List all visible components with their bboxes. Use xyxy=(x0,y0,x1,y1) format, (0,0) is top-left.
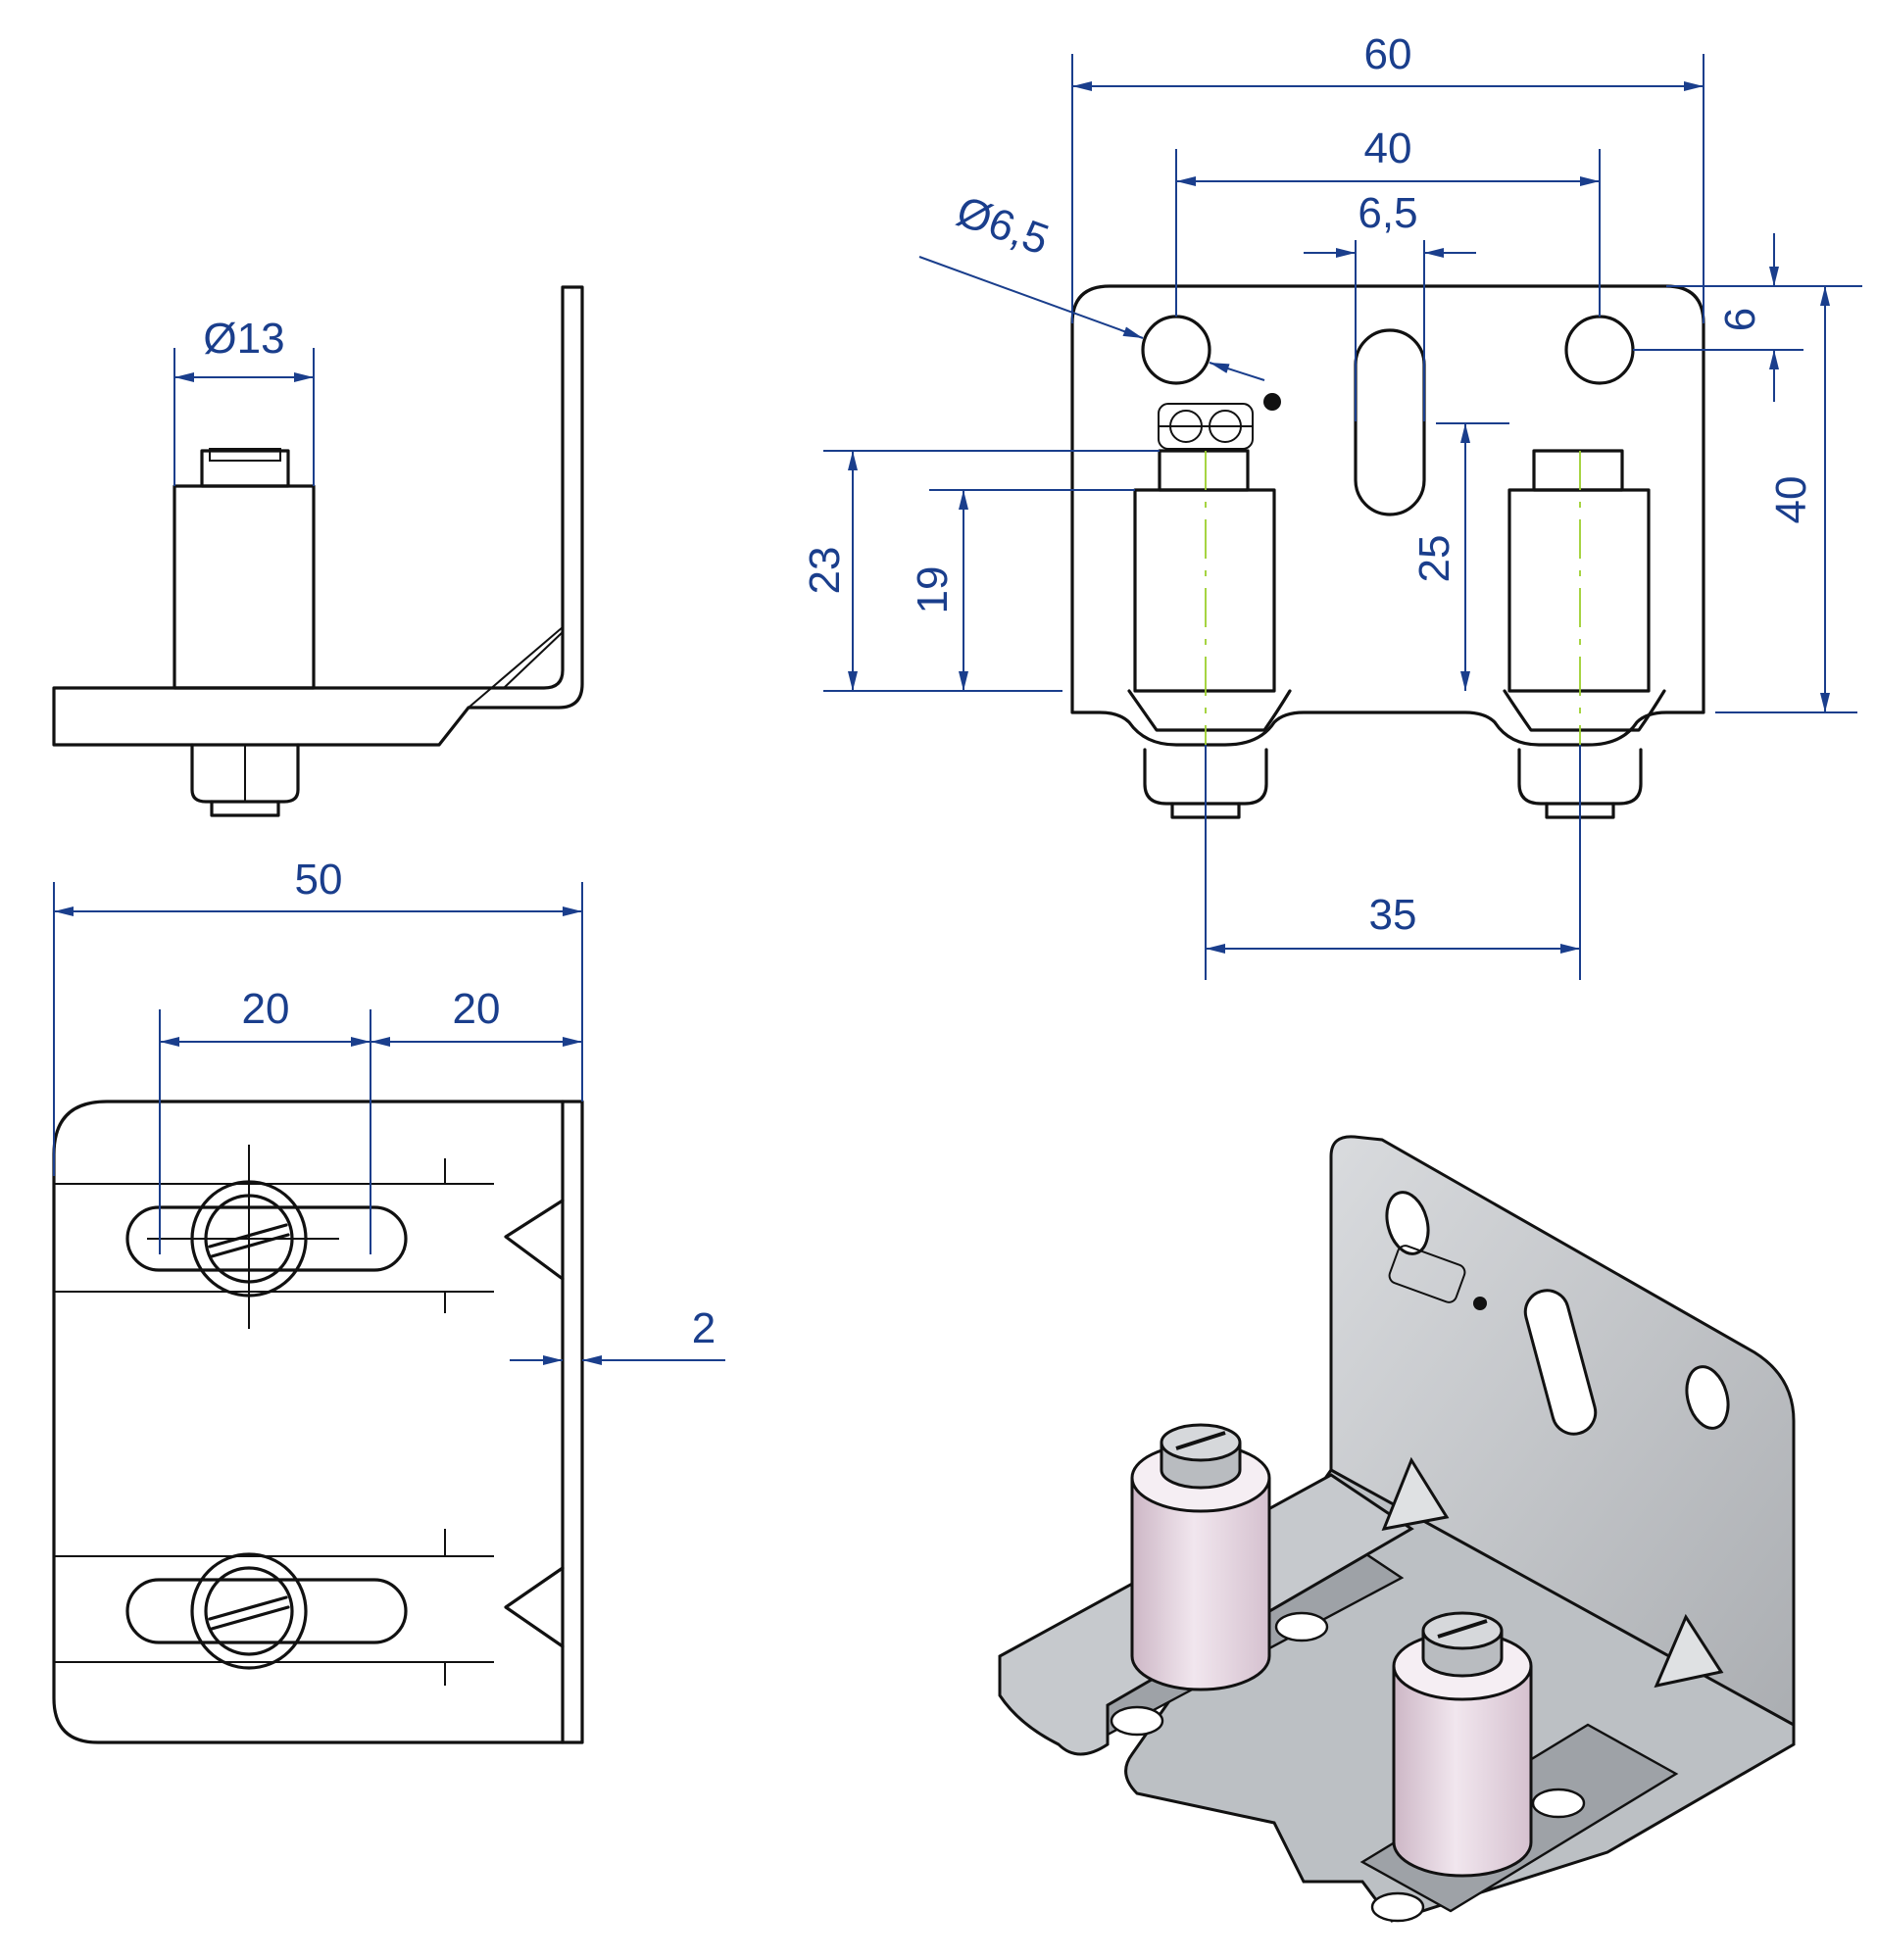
adjustment-slot xyxy=(1354,328,1426,516)
roller-right-body xyxy=(1507,488,1651,693)
pointer-triangle xyxy=(504,1566,565,1648)
dim-slot-offset: 25 xyxy=(1410,535,1458,583)
roller-right-cap xyxy=(1532,449,1624,492)
dim-roller-body: 19 xyxy=(909,566,957,614)
roller-cap xyxy=(200,449,290,488)
iso-slot xyxy=(1523,1289,1598,1436)
iso-base-hole xyxy=(1370,1891,1425,1923)
iso-roller-1 xyxy=(1130,1423,1271,1691)
mounting-hole-right xyxy=(1564,315,1635,385)
dim-thickness: 2 xyxy=(692,1304,716,1352)
washer xyxy=(210,800,280,817)
mounting-hole-left xyxy=(1141,315,1211,385)
dim-line-hole-dia xyxy=(918,256,1144,339)
dim-roller-dia: Ø13 xyxy=(203,315,284,363)
bend-line-2 xyxy=(503,631,564,689)
dim-roller-height: 23 xyxy=(801,547,849,595)
dim-hole-offset: 6 xyxy=(1716,308,1764,331)
dim-roller-spacing: 35 xyxy=(1369,891,1417,939)
iso-hole-1 xyxy=(1385,1191,1430,1255)
top-view: 50 20 20 2 xyxy=(52,856,725,1744)
bracket-profile xyxy=(52,285,584,747)
front-plate xyxy=(1070,284,1705,747)
roller-cap-top xyxy=(209,448,281,462)
roller-channel-left xyxy=(1127,689,1292,732)
iso-triangle-1 xyxy=(1381,1456,1450,1531)
pointer-triangle xyxy=(504,1199,565,1281)
iso-logo xyxy=(1388,1245,1487,1310)
side-view: Ø13 xyxy=(52,285,584,817)
dim-line-hole-dia-2 xyxy=(1209,362,1265,381)
roller-left-cap xyxy=(1158,449,1250,492)
iso-base-hole xyxy=(1110,1705,1164,1737)
roller-left-body xyxy=(1133,488,1276,693)
roller-body xyxy=(173,484,316,690)
dim-slot-pos-1: 20 xyxy=(242,985,290,1033)
roller-channel-right xyxy=(1503,689,1666,732)
dim-slot-pos-2: 20 xyxy=(453,985,501,1033)
iso-hole-2 xyxy=(1685,1365,1730,1430)
dim-slot-width: 6,5 xyxy=(1358,189,1417,237)
top-slot-2 xyxy=(125,1578,408,1644)
logo-mark xyxy=(1158,393,1281,450)
bend-line xyxy=(468,626,564,709)
dim-hole-spacing: 40 xyxy=(1364,124,1412,172)
dim-depth: 50 xyxy=(295,856,343,904)
iso-upright-plate xyxy=(1329,1135,1796,1776)
top-slot-1 xyxy=(125,1205,408,1272)
dim-overall-width: 60 xyxy=(1364,30,1412,78)
iso-roller-2 xyxy=(1392,1611,1533,1878)
screw-washer-2 xyxy=(190,1552,308,1670)
iso-base-hole xyxy=(1531,1788,1586,1819)
dim-hole-dia: Ø6,5 xyxy=(951,187,1055,265)
isometric-view xyxy=(998,1135,1796,1923)
top-plate xyxy=(52,1100,584,1744)
screw-head-2 xyxy=(204,1566,294,1656)
front-view: 60 40 6,5 Ø6,5 6 40 23 19 25 3 xyxy=(801,30,1862,980)
dim-height: 40 xyxy=(1767,476,1815,524)
screw-slot-2 xyxy=(208,1595,290,1631)
iso-base-hole xyxy=(1274,1611,1329,1642)
iso-triangle-2 xyxy=(1654,1613,1724,1689)
